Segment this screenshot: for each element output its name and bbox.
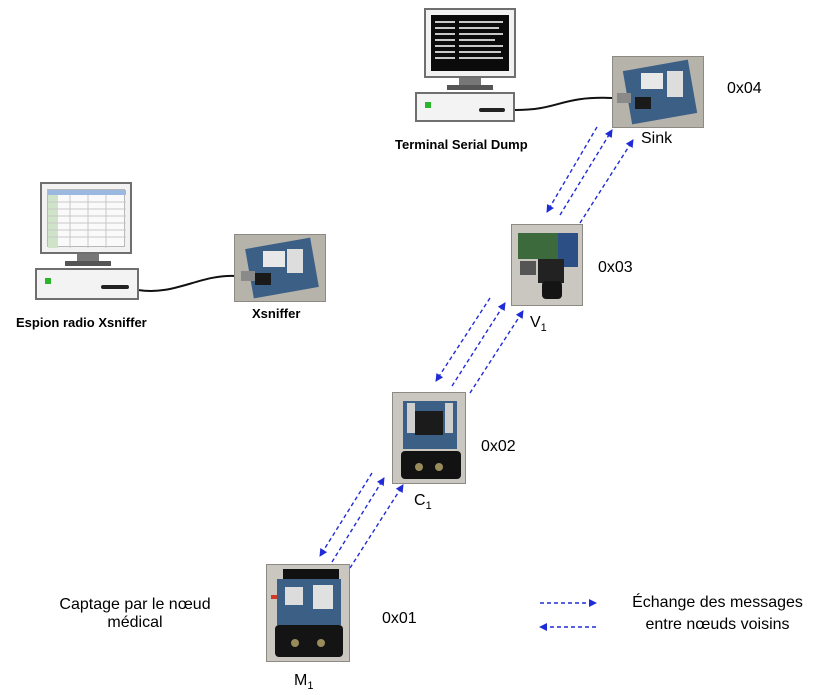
m1-address: 0x01 <box>382 610 417 627</box>
arrow-sink-to-v1 <box>546 126 598 213</box>
terminal-drive-slot-icon <box>479 108 505 112</box>
capture-label: Captage par le nœud médical <box>30 596 240 632</box>
terminal-cpu <box>415 92 515 122</box>
sink-board-icon <box>617 59 698 125</box>
espion-drive-slot-icon <box>101 285 129 289</box>
terminal-dump-text-icon <box>435 21 503 59</box>
terminal-label: Terminal Serial Dump <box>395 137 528 152</box>
espion-cpu <box>35 268 139 300</box>
arrow-c1-to-v1-b <box>469 310 524 394</box>
v1-name: V1 <box>530 314 547 334</box>
sensor-node-icon <box>401 401 461 479</box>
c1-name: C1 <box>414 492 432 512</box>
xsniffer-cable <box>137 274 237 292</box>
espion-monitor-stand <box>77 254 99 262</box>
m1-name: M1 <box>294 672 313 692</box>
camera-node-icon <box>518 233 578 299</box>
sink-name: Sink <box>641 130 673 147</box>
espion-power-led-icon <box>45 278 51 284</box>
espion-screen <box>47 189 126 248</box>
arrow-v1-to-c1 <box>435 297 491 382</box>
spreadsheet-screen-icon <box>48 190 126 248</box>
terminal-monitor-foot <box>447 85 493 90</box>
legend-line1: Échange des messages <box>632 594 803 611</box>
c1-address: 0x02 <box>481 438 516 455</box>
v1-node-photo <box>511 224 583 306</box>
arrow-v1-to-sink-b <box>579 139 634 224</box>
capture-label-line2: médical <box>107 614 163 631</box>
arrow-c1-to-v1-a <box>451 302 506 387</box>
arrow-c1-to-m1 <box>319 472 373 557</box>
c1-name-sub: 1 <box>425 500 432 513</box>
espion-computer <box>35 182 145 302</box>
terminal-screen <box>431 15 509 71</box>
capture-label-line1: Captage par le nœud <box>59 596 211 613</box>
c1-name-base: C <box>414 492 426 509</box>
xsniffer-board-icon <box>241 237 319 299</box>
v1-name-sub: 1 <box>540 322 547 335</box>
terminal-computer <box>415 8 525 128</box>
espion-monitor <box>40 182 132 254</box>
xsniffer-label: Xsniffer <box>252 306 301 321</box>
m1-name-base: M <box>294 672 308 689</box>
m1-node-photo <box>266 564 350 662</box>
arrow-m1-to-c1-b <box>349 484 404 569</box>
terminal-monitor-stand <box>459 78 481 86</box>
arrow-m1-to-c1-a <box>331 477 385 563</box>
medical-node-icon <box>271 569 343 657</box>
arrow-v1-to-sink-a <box>559 129 613 216</box>
terminal-monitor <box>424 8 516 78</box>
espion-monitor-foot <box>65 261 111 266</box>
espion-label: Espion radio Xsniffer <box>16 315 147 330</box>
terminal-cable <box>514 96 613 111</box>
m1-name-sub: 1 <box>307 680 314 693</box>
v1-name-base: V <box>530 314 541 331</box>
legend-line2: entre nœuds voisins <box>645 616 790 633</box>
sink-board-photo <box>612 56 704 128</box>
xsniffer-board-photo <box>234 234 326 302</box>
legend-text: Échange des messages entre nœuds voisins <box>605 592 830 636</box>
c1-node-photo <box>392 392 466 484</box>
sink-address: 0x04 <box>727 80 762 97</box>
v1-address: 0x03 <box>598 259 633 276</box>
terminal-power-led-icon <box>425 102 431 108</box>
